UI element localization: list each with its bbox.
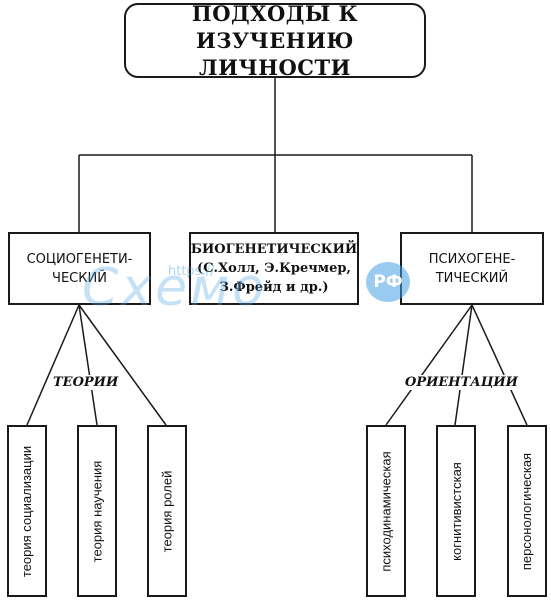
line-psycho-orient-2 — [454, 304, 473, 426]
diagram-title: ПОДХОДЫ К ИЗУЧЕНИЮ ЛИЧНОСТИ — [191, 1, 359, 80]
line-socio-theory-1 — [26, 304, 80, 426]
approach-psychogenetic-label: ПСИХОГЕНЕ- ТИЧЕСКИЙ — [428, 251, 516, 286]
orientation-personological-label: персонологическая — [519, 452, 535, 570]
theory-learning-label: теория научения — [89, 460, 105, 562]
watermark-url: https:// — [168, 264, 215, 279]
approach-psychogenetic-box: ПСИХОГЕНЕ- ТИЧЕСКИЙ — [400, 232, 544, 305]
watermark-badge: РФ — [366, 262, 410, 302]
approach-sociogenetic-label: СОЦИОГЕНЕТИ- ЧЕСКИЙ — [26, 251, 133, 286]
orientation-personological-box: персонологическая — [507, 425, 547, 597]
line-psycho-orient-1 — [385, 304, 473, 426]
orientation-cognitivist-label: когнитивистская — [448, 461, 464, 561]
line-psycho-orient-3 — [471, 304, 528, 426]
orientation-cognitivist-box: когнитивистская — [436, 425, 476, 597]
theory-roles-box: теория ролей — [147, 425, 187, 597]
orientation-psychodynamic-box: психодинамическая — [366, 425, 406, 597]
approach-biogenetic-box: БИОГЕНЕТИЧЕСКИЙ (С.Холл, Э.Кречмер, З.Фр… — [189, 232, 359, 305]
theory-roles-label: теория ролей — [159, 470, 175, 552]
theories-label: ТЕОРИИ — [50, 375, 122, 390]
theory-socialization-box: теория социализации — [7, 425, 47, 597]
approach-sociogenetic-box: СОЦИОГЕНЕТИ- ЧЕСКИЙ — [8, 232, 151, 305]
line-socio-theory-3 — [78, 304, 167, 426]
approach-biogenetic-label: БИОГЕНЕТИЧЕСКИЙ (С.Холл, Э.Кречмер, З.Фр… — [190, 242, 358, 295]
orientations-label: ОРИЕНТАЦИИ — [402, 375, 521, 390]
diagram-title-box: ПОДХОДЫ К ИЗУЧЕНИЮ ЛИЧНОСТИ — [124, 1, 426, 80]
watermark-text: Схемо — [82, 258, 268, 318]
theory-learning-box: теория научения — [77, 425, 117, 597]
theory-socialization-label: теория социализации — [19, 445, 35, 577]
line-socio-theory-2 — [78, 304, 98, 426]
orientation-psychodynamic-label: психодинамическая — [378, 450, 394, 572]
